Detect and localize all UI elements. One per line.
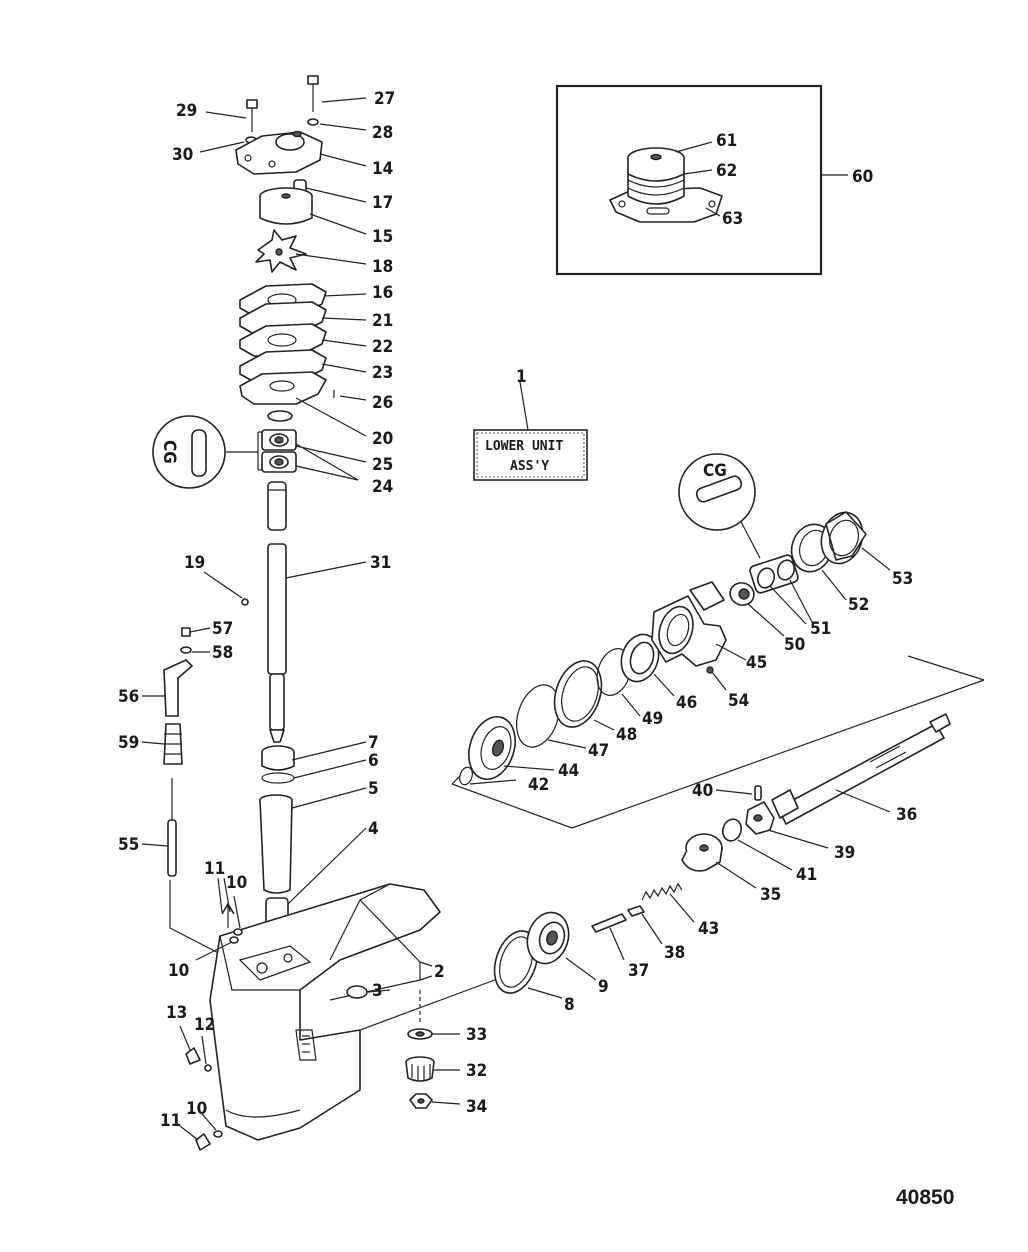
- water-pump-stack: [141, 75, 367, 961]
- callout-7: 7: [368, 733, 379, 753]
- callout-33: 33: [466, 1025, 487, 1045]
- callout-60: 60: [852, 167, 873, 187]
- callout-61: 61: [716, 131, 737, 151]
- callout-17: 17: [372, 193, 393, 213]
- pinion-group: [405, 990, 461, 1109]
- callout-10-middle: 10: [168, 961, 189, 981]
- callout-53: 53: [892, 569, 913, 589]
- callout-5: 5: [368, 779, 379, 799]
- callout-62: 62: [716, 161, 737, 181]
- callout-3: 3: [372, 981, 383, 1001]
- callout-16: 16: [372, 283, 393, 303]
- callout-31: 31: [370, 553, 391, 573]
- callout-47: 47: [588, 741, 609, 761]
- callout-42: 42: [528, 775, 549, 795]
- callout-50: 50: [784, 635, 805, 655]
- callout-39: 39: [834, 843, 855, 863]
- callout-10-lower: 10: [186, 1099, 207, 1119]
- callout-12: 12: [194, 1015, 215, 1035]
- callout-63: 63: [722, 209, 743, 229]
- callout-59: 59: [118, 733, 139, 753]
- callout-54: 54: [728, 691, 749, 711]
- callout-26: 26: [372, 393, 393, 413]
- callout-52: 52: [848, 595, 869, 615]
- callout-2: 2: [434, 962, 445, 982]
- callout-56: 56: [118, 687, 139, 707]
- callout-49: 49: [642, 709, 663, 729]
- callout-55: 55: [118, 835, 139, 855]
- callout-36: 36: [896, 805, 917, 825]
- callout-15: 15: [372, 227, 393, 247]
- callout-27: 27: [374, 89, 395, 109]
- callout-34: 34: [466, 1097, 487, 1117]
- callout-41: 41: [796, 865, 817, 885]
- callout-46: 46: [676, 693, 697, 713]
- assembly-label-line2: ASS'Y: [510, 459, 549, 474]
- callout-48: 48: [616, 725, 637, 745]
- figure-number: 40850: [896, 1186, 954, 1209]
- gear-housing-group: [451, 453, 985, 829]
- callout-11-upper: 11: [204, 859, 225, 879]
- callout-24: 24: [372, 477, 393, 497]
- callout-45: 45: [746, 653, 767, 673]
- callout-20: 20: [372, 429, 393, 449]
- callout-1: 1: [516, 367, 527, 387]
- callout-58: 58: [212, 643, 233, 663]
- callout-10-upper: 10: [226, 873, 247, 893]
- callout-43: 43: [698, 919, 719, 939]
- callout-8: 8: [564, 995, 575, 1015]
- callout-25: 25: [372, 455, 393, 475]
- callout-21: 21: [372, 311, 393, 331]
- assembly-label-line1: LOWER UNIT: [485, 439, 563, 454]
- lower-unit-assembly-label: [473, 381, 588, 481]
- callout-23: 23: [372, 363, 393, 383]
- callout-38: 38: [664, 943, 685, 963]
- callout-18: 18: [372, 257, 393, 277]
- callout-35: 35: [760, 885, 781, 905]
- callout-30: 30: [172, 145, 193, 165]
- callout-14: 14: [372, 159, 393, 179]
- callout-29: 29: [176, 101, 197, 121]
- lubricant-symbol-lower: CG: [703, 461, 727, 481]
- callout-11-lower: 11: [160, 1111, 181, 1131]
- callout-19: 19: [184, 553, 205, 573]
- callout-28: 28: [372, 123, 393, 143]
- callout-32: 32: [466, 1061, 487, 1081]
- gearcase-housing: [179, 877, 501, 1151]
- callout-40: 40: [692, 781, 713, 801]
- callout-9: 9: [598, 977, 609, 997]
- callout-51: 51: [810, 619, 831, 639]
- callout-labels: 1 2 3 4 5 6 7 8 9 10 10 10 11 11 12 13 1…: [118, 89, 917, 1131]
- callout-57: 57: [212, 619, 233, 639]
- callout-4: 4: [368, 819, 379, 839]
- callout-13: 13: [166, 1003, 187, 1023]
- callout-22: 22: [372, 337, 393, 357]
- callout-44: 44: [558, 761, 579, 781]
- propshaft-parts: [493, 713, 951, 999]
- lubricant-symbol-upper: CG: [159, 440, 179, 464]
- inset-box-60: [555, 84, 848, 276]
- callout-6: 6: [368, 751, 379, 771]
- callout-37: 37: [628, 961, 649, 981]
